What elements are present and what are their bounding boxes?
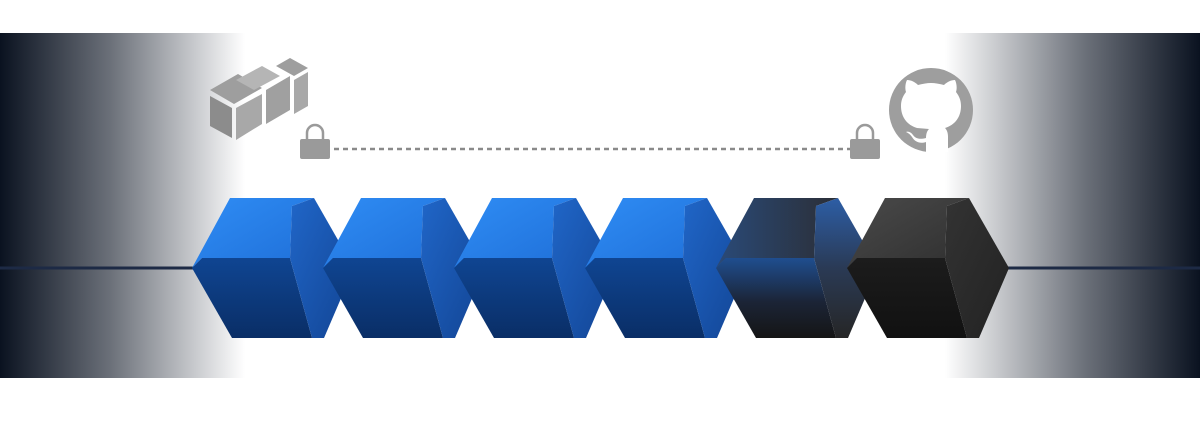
cube-icon <box>192 198 354 338</box>
cube-top-face <box>454 198 576 268</box>
cube-right-face <box>552 198 616 338</box>
cube-right-face <box>421 198 485 338</box>
block-chain <box>192 198 1009 338</box>
github-octocat-icon <box>889 68 973 152</box>
padlock-icon <box>850 123 880 159</box>
cube-top-face <box>192 198 314 268</box>
cube-icon <box>716 198 878 338</box>
cube-right-face <box>290 198 354 338</box>
cube-icon <box>323 198 485 338</box>
cube-front-face <box>585 258 705 338</box>
cube-top-face <box>847 198 969 268</box>
padlock-icon <box>300 123 330 159</box>
cube-icon <box>585 198 747 338</box>
left-gradient-band <box>0 33 245 378</box>
cube-top-face <box>323 198 445 268</box>
right-gradient-band <box>945 33 1200 378</box>
cube-icon <box>847 198 1009 338</box>
cube-front-face <box>454 258 574 338</box>
cube-front-face <box>847 258 967 338</box>
cube-right-face <box>683 198 747 338</box>
cube-top-face <box>716 198 838 268</box>
cube-top-face <box>585 198 707 268</box>
cube-front-face <box>716 258 836 338</box>
cube-front-face <box>323 258 443 338</box>
cube-icon <box>454 198 616 338</box>
stacked-boxes-logo-icon <box>210 58 308 140</box>
cube-right-face <box>814 198 878 338</box>
cube-front-face <box>192 258 312 338</box>
cube-right-face <box>945 198 1009 338</box>
